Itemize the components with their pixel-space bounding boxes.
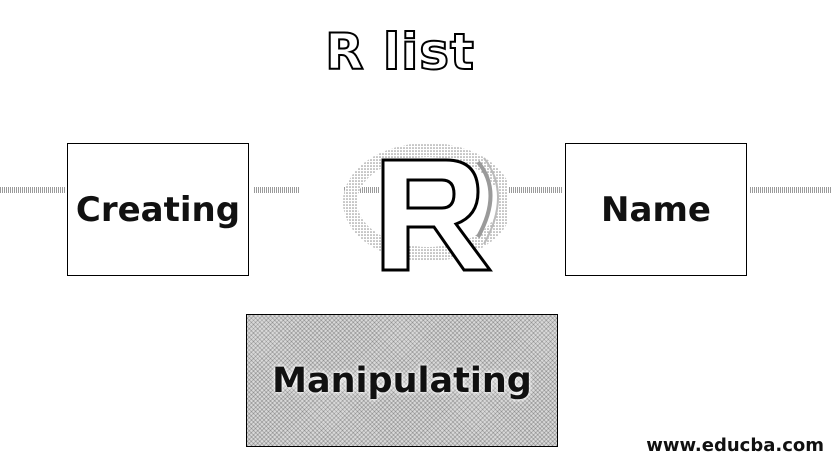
connector-left-outer — [0, 187, 66, 193]
name-box: Name — [565, 143, 747, 276]
connector-right-outer — [750, 187, 832, 193]
connector-left-inner — [254, 187, 300, 193]
connector-logo-left — [344, 187, 380, 193]
watermark-url: www.educba.com — [646, 435, 824, 456]
creating-label: Creating — [75, 189, 241, 230]
logo-letter-r — [381, 158, 493, 272]
manipulating-label: Manipulating — [272, 360, 532, 401]
r-logo-icon — [343, 143, 508, 272]
connector-logo-right — [503, 187, 563, 193]
name-label: Name — [601, 189, 711, 230]
logo-ring-swirl — [476, 160, 493, 238]
logo-ring-swirl-outer — [483, 157, 499, 245]
creating-box: Creating — [67, 143, 249, 276]
logo-ring — [343, 143, 508, 261]
diagram-title: R list — [324, 22, 475, 82]
manipulating-box: Manipulating — [246, 314, 558, 447]
